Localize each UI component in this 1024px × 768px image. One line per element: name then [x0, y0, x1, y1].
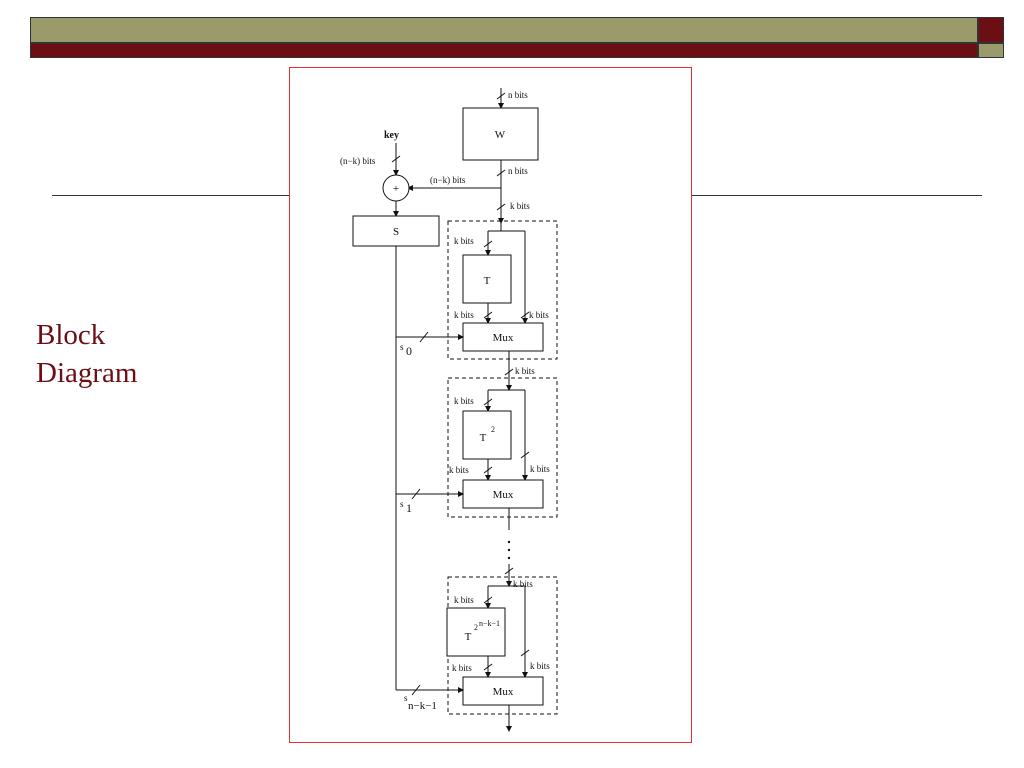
xor-symbol: +: [393, 183, 399, 195]
w-block: [462, 107, 539, 161]
s-label: S: [393, 226, 399, 238]
bus-tick: [391, 155, 401, 163]
t2-label: T: [465, 631, 472, 643]
slide-title: Block Diagram: [36, 319, 138, 389]
w-out-bits-label: n bits: [508, 166, 528, 176]
bus-tick: [520, 311, 530, 319]
continuation-dot: [507, 540, 511, 544]
k-bits-label: k bits: [452, 663, 472, 673]
t0-label: T: [484, 275, 491, 287]
bus-tick: [520, 451, 530, 459]
bus-tick: [483, 311, 493, 319]
header-band-maroon: [30, 43, 978, 58]
stage-0-box: [447, 220, 558, 360]
stage-1-box: [447, 377, 558, 518]
mux-0-label: Mux: [493, 332, 514, 344]
bus-tick: [483, 240, 493, 248]
title-rule-right: [692, 195, 982, 196]
continuation-dot: [507, 556, 511, 560]
diagram-frame: n bits W n bits k bits (n−k) bits key (n…: [289, 67, 692, 743]
bus-tick: [496, 169, 506, 177]
w-label: W: [495, 129, 506, 141]
t2-block: [446, 607, 506, 657]
k-bits-label: k bits: [529, 310, 549, 320]
input-bits-label: n bits: [508, 90, 528, 100]
bus-tick: [411, 684, 421, 696]
t1-block: [462, 410, 512, 460]
s-block: [352, 215, 440, 247]
s1-label: s: [400, 499, 404, 509]
k-bits-label: k bits: [449, 465, 469, 475]
s0-label: s: [400, 342, 404, 352]
bus-tick: [483, 663, 493, 671]
bus-tick: [483, 466, 493, 474]
header-square-olive: [978, 43, 1004, 58]
bus-tick: [496, 203, 506, 211]
bus-tick: [504, 567, 514, 575]
k-bits-label: k bits: [515, 366, 535, 376]
bus-tick: [411, 488, 421, 500]
t2-exp1: 2: [474, 623, 478, 632]
s2-label: s: [404, 693, 408, 703]
k-bits-label: k bits: [454, 396, 474, 406]
k-bits-label: k bits: [454, 310, 474, 320]
continuation-dot: [507, 548, 511, 552]
key-label: key: [384, 130, 399, 141]
mux-1-block: [462, 479, 544, 509]
k-bits-label: k bits: [510, 201, 530, 211]
key-bits-label: (n−k) bits: [340, 156, 376, 166]
header-square-maroon: [978, 17, 1004, 43]
t2-exp2: n−k−1: [479, 619, 500, 628]
header-band-olive: [30, 17, 978, 43]
mux-2-block: [462, 676, 544, 706]
bus-tick: [483, 596, 493, 604]
bus-tick: [419, 331, 429, 343]
k-bits-label: k bits: [530, 661, 550, 671]
title-rule-left: [52, 195, 290, 196]
bus-tick: [483, 398, 493, 406]
bus-tick: [520, 649, 530, 657]
feedback-bits-label: (n−k) bits: [430, 175, 466, 185]
t0-block: [462, 254, 512, 304]
bus-tick: [504, 368, 514, 376]
mux-1-label: Mux: [493, 489, 514, 501]
s1-sub: 1: [406, 501, 412, 515]
bus-tick: [496, 92, 506, 100]
t1-label: T: [480, 432, 487, 444]
k-bits-label: k bits: [454, 595, 474, 605]
s0-sub: 0: [406, 344, 412, 358]
t1-exp: 2: [491, 425, 495, 434]
k-bits-label: k bits: [513, 579, 533, 589]
k-bits-label: k bits: [530, 464, 550, 474]
k-bits-label: k bits: [454, 236, 474, 246]
mux-2-label: Mux: [493, 686, 514, 698]
block-diagram: n bits W n bits k bits (n−k) bits key (n…: [340, 88, 558, 732]
s2-sub: n−k−1: [408, 700, 437, 712]
